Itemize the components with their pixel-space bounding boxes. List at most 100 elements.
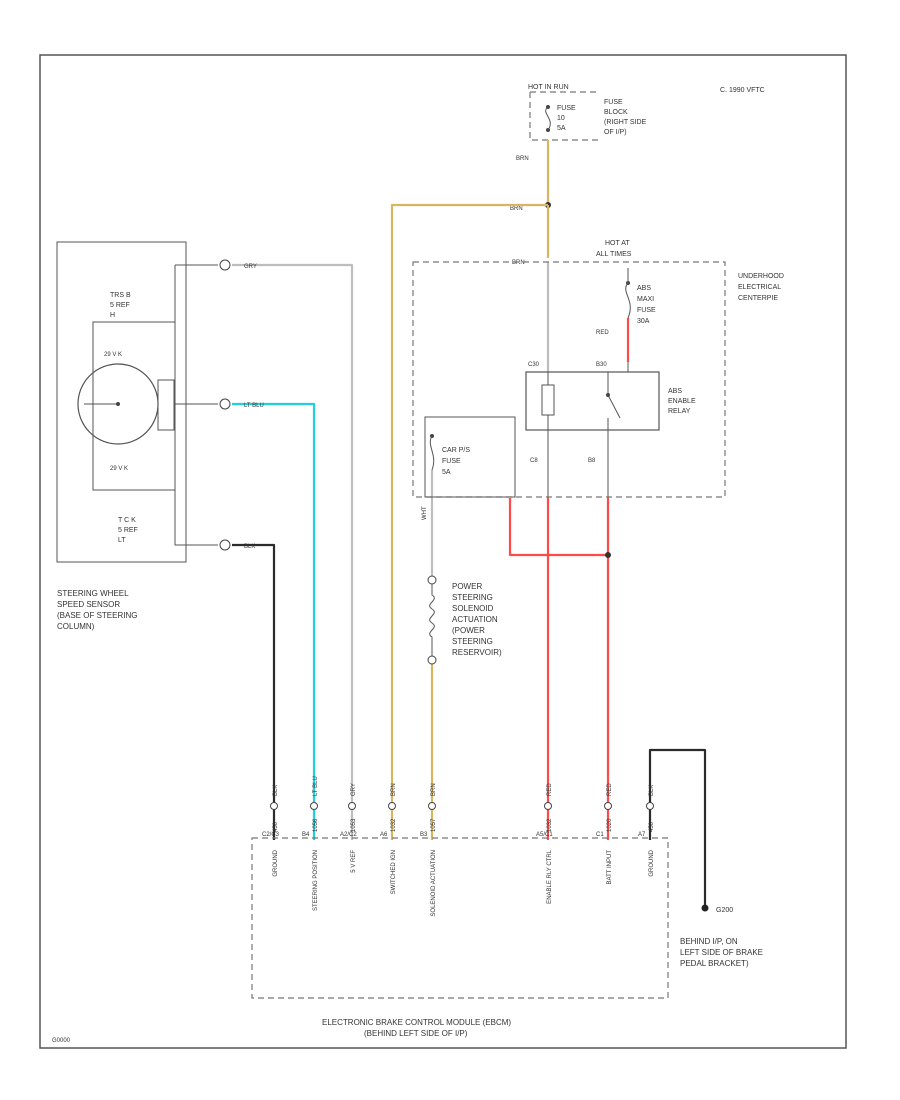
ebcm-pin-id-6: C1: [596, 832, 604, 838]
ebcm-pin-name-0: GROUND: [273, 849, 279, 876]
sensor-conn-1: [219, 259, 231, 271]
diagram-code: C. 1990 VFTC: [720, 87, 765, 94]
wire-red-fuse-label: RED: [596, 330, 609, 336]
sensor-inner-box: [92, 321, 176, 491]
ebcm-pin-name-3: SWITCHED IGN: [391, 850, 397, 894]
hot-in-run-label: HOT IN RUN: [528, 84, 569, 91]
ebcm-wire-5: RED: [547, 783, 553, 796]
ebcm-wire-0: BLK: [273, 785, 279, 796]
ebcm-wire-3: BRN: [391, 783, 397, 796]
ebcm-circuit-7: 450: [649, 821, 655, 832]
solenoid-conn-top: [427, 575, 437, 585]
solenoid-caption-4: ACTUATION: [452, 615, 498, 624]
corner-id: G0000: [52, 1038, 71, 1044]
wire-brn-left: [390, 203, 548, 840]
fuse-block-line-3: (RIGHT SIDE: [604, 119, 647, 126]
solenoid-conn-bottom: [427, 655, 437, 665]
relay-switch-pivot: [606, 393, 610, 397]
fuse-block-line-4: OF I/P): [604, 129, 627, 136]
underhood-label-2: ELECTRICAL: [738, 284, 781, 291]
ebcm-circuit-5: 1032: [547, 818, 553, 832]
ebcm-terminal-7: [646, 802, 654, 810]
wire-red-junction: [508, 498, 608, 557]
sensor-bottom-line-2: 5 REF: [118, 527, 138, 534]
ebcm-pin-id-7: A7: [638, 832, 646, 838]
ground-caption-2: LEFT SIDE OF BRAKE: [680, 948, 763, 957]
solenoid-caption-7: RESERVOIR): [452, 648, 502, 657]
sensor-sw-top: 29 V K: [104, 352, 122, 358]
car-ps-fuse-element: [429, 435, 435, 471]
car-ps-fuse-line-3: 5A: [442, 469, 451, 476]
ebcm-wire-6: RED: [607, 783, 613, 796]
ebcm-terminal-5: [544, 802, 552, 810]
ebcm-pin-id-3: A6: [380, 832, 388, 838]
ebcm-terminal-6: [604, 802, 612, 810]
car-ps-fuse-line-1: CAR P/S: [442, 447, 470, 454]
ebcm-circuit-4: 1057: [431, 818, 437, 832]
ebcm-wire-7: BLK: [649, 785, 655, 796]
relay-label-2: ENABLE: [668, 398, 696, 405]
fuse-block-line-1: FUSE: [604, 99, 623, 106]
relay-coil-icon: [541, 372, 555, 430]
ebcm-terminal-4: [428, 802, 436, 810]
fuse-block-line-2: BLOCK: [604, 109, 628, 116]
ebcm-wire-2: GRY: [351, 783, 357, 796]
sensor-caption-2: SPEED SENSOR: [57, 600, 120, 609]
sensor-caption-1: STEERING WHEEL: [57, 589, 129, 598]
ebcm-pin-name-7: GROUND: [649, 849, 655, 876]
wire-gry-label: GRY: [244, 264, 257, 270]
ground-caption-1: BEHIND I/P, ON: [680, 937, 738, 946]
hot-at-all-times-1: HOT AT: [605, 240, 630, 247]
ebcm-pin-name-4: SOLENOID ACTUATION: [431, 850, 437, 917]
ebcm-circuit-3: 1032: [391, 818, 397, 832]
abs-fuse-line-4: 30A: [637, 318, 650, 325]
abs-fuse-line-3: FUSE: [637, 307, 656, 314]
sensor-bottom-line-1: T C K: [118, 517, 136, 524]
sensor-top-line-2: 5 REF: [110, 302, 130, 309]
ebcm-pin-id-1: B4: [302, 832, 310, 838]
ebcm-pin-id-2: A2/C2: [340, 832, 357, 838]
ebcm-pin-id-5: A5/C1: [536, 832, 553, 838]
ebcm-terminal-0: [270, 802, 278, 810]
solenoid-coil-icon: [429, 584, 435, 656]
relay-b-top-label: B30: [596, 362, 607, 368]
sensor-side-tab: [157, 379, 175, 431]
ebcm-pin-name-5: ENABLE RLY CTRL: [547, 849, 553, 903]
relay-label-3: RELAY: [668, 408, 691, 415]
ebcm-pin-id-4: B3: [420, 832, 428, 838]
ground-g200: G200 BEHIND I/P, ON LEFT SIDE OF BRAKE P…: [680, 904, 763, 968]
fuse-line-2: 10: [557, 115, 565, 122]
solenoid-caption-6: STEERING: [452, 637, 493, 646]
underhood-label-3: CENTERPIE: [738, 295, 778, 302]
power-steering-solenoid: POWER STEERING SOLENOID ACTUATION (POWER…: [427, 575, 502, 665]
relay-c-top-label: C30: [528, 362, 540, 368]
fuse-element: [545, 106, 551, 131]
ebcm-pin-name-6: BATT INPUT: [607, 850, 613, 885]
wire-brn-top-label: BRN: [516, 156, 529, 162]
hot-at-all-times-2: ALL TIMES: [596, 251, 632, 258]
relay-label-1: ABS: [668, 388, 682, 395]
fuse-block: HOT IN RUN FUSE 10 5A FUSE BLOCK (RIGHT …: [528, 84, 647, 141]
wire-brn-splice-label: BRN: [510, 206, 523, 212]
wire-lt-blu-label: LT BLU: [244, 403, 264, 409]
wire-wht-label: WHT: [422, 506, 428, 520]
ebcm-circuit-2: 1053: [351, 818, 357, 832]
wire-lt-blu: [232, 402, 316, 840]
ebcm-terminal-2: [348, 802, 356, 810]
sensor-outer-box: [56, 241, 187, 563]
solenoid-caption-3: SOLENOID: [452, 604, 494, 613]
ground-icon: [701, 904, 709, 912]
sensor-top-line-3: H: [110, 312, 115, 319]
relay-c-bottom-label: C8: [530, 458, 538, 464]
ebcm-pin-name-1: STEERING POSITION: [313, 850, 319, 911]
wire-blk-label: BLK: [244, 544, 255, 550]
underhood-label-1: UNDERHOOD: [738, 273, 784, 280]
underhood-electrical-center: HOT AT ALL TIMES UNDERHOOD ELECTRICAL CE…: [412, 240, 784, 498]
ebcm-wire-4: BRN: [431, 783, 437, 796]
splice-red: [605, 552, 611, 558]
sensor-top-line-1: TRS B: [110, 292, 131, 299]
ebcm-pin-id-0: C2/C3: [262, 832, 280, 838]
sensor-bottom-line-3: LT: [118, 537, 126, 544]
ebcm-caption-2: (BEHIND LEFT SIDE OF I/P): [364, 1029, 468, 1038]
sensor-sw-bottom: 29 V K: [110, 466, 128, 472]
